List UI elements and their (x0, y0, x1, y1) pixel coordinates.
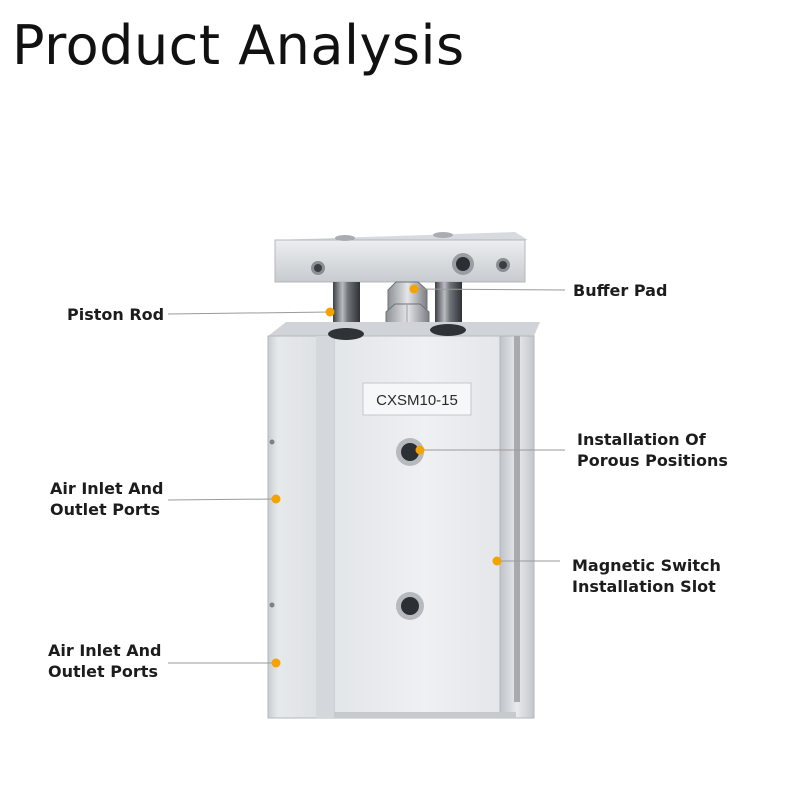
marker-piston-rod (325, 307, 335, 317)
callout-line: Porous Positions (577, 451, 728, 470)
leader-line-piston-rod (167, 311, 331, 315)
callout-magnetic-slot: Magnetic Switch Installation Slot (572, 555, 721, 597)
callout-line: Piston Rod (67, 305, 165, 324)
callout-line: Air Inlet And (48, 641, 162, 660)
mounting-hole-upper (396, 438, 424, 466)
page-title: Product Analysis (12, 14, 465, 77)
leader-lines (167, 288, 566, 664)
callout-line: Outlet Ports (50, 500, 160, 519)
leader-line-buffer-pad (413, 288, 566, 291)
marker-buffer-pad (409, 284, 419, 294)
callout-piston-rod: Piston Rod (67, 304, 164, 325)
callout-markers (271, 284, 502, 668)
cylinder-body (267, 322, 540, 719)
callout-installation-porous: Installation Of Porous Positions (577, 429, 728, 471)
leader-line-air-port-upper (167, 498, 276, 501)
top-plate (274, 232, 528, 283)
callout-line: Magnetic Switch (572, 556, 721, 575)
callout-line: Installation Slot (572, 577, 716, 596)
marker-installation-porous (415, 445, 425, 455)
callout-line: Air Inlet And (50, 479, 164, 498)
callout-line: Buffer Pad (573, 281, 668, 300)
model-label-text: CXSM10-15 (376, 392, 458, 409)
callout-air-port-upper: Air Inlet And Outlet Ports (50, 478, 163, 520)
callout-buffer-pad: Buffer Pad (573, 280, 667, 301)
marker-air-port-lower (271, 658, 281, 668)
callout-line: Outlet Ports (48, 662, 158, 681)
marker-air-port-upper (271, 494, 281, 504)
model-label: CXSM10-15 (362, 382, 472, 416)
callout-air-port-lower: Air Inlet And Outlet Ports (48, 640, 161, 682)
mounting-hole-lower (396, 592, 424, 620)
callout-line: Installation Of (577, 430, 706, 449)
marker-magnetic-slot (492, 556, 502, 566)
